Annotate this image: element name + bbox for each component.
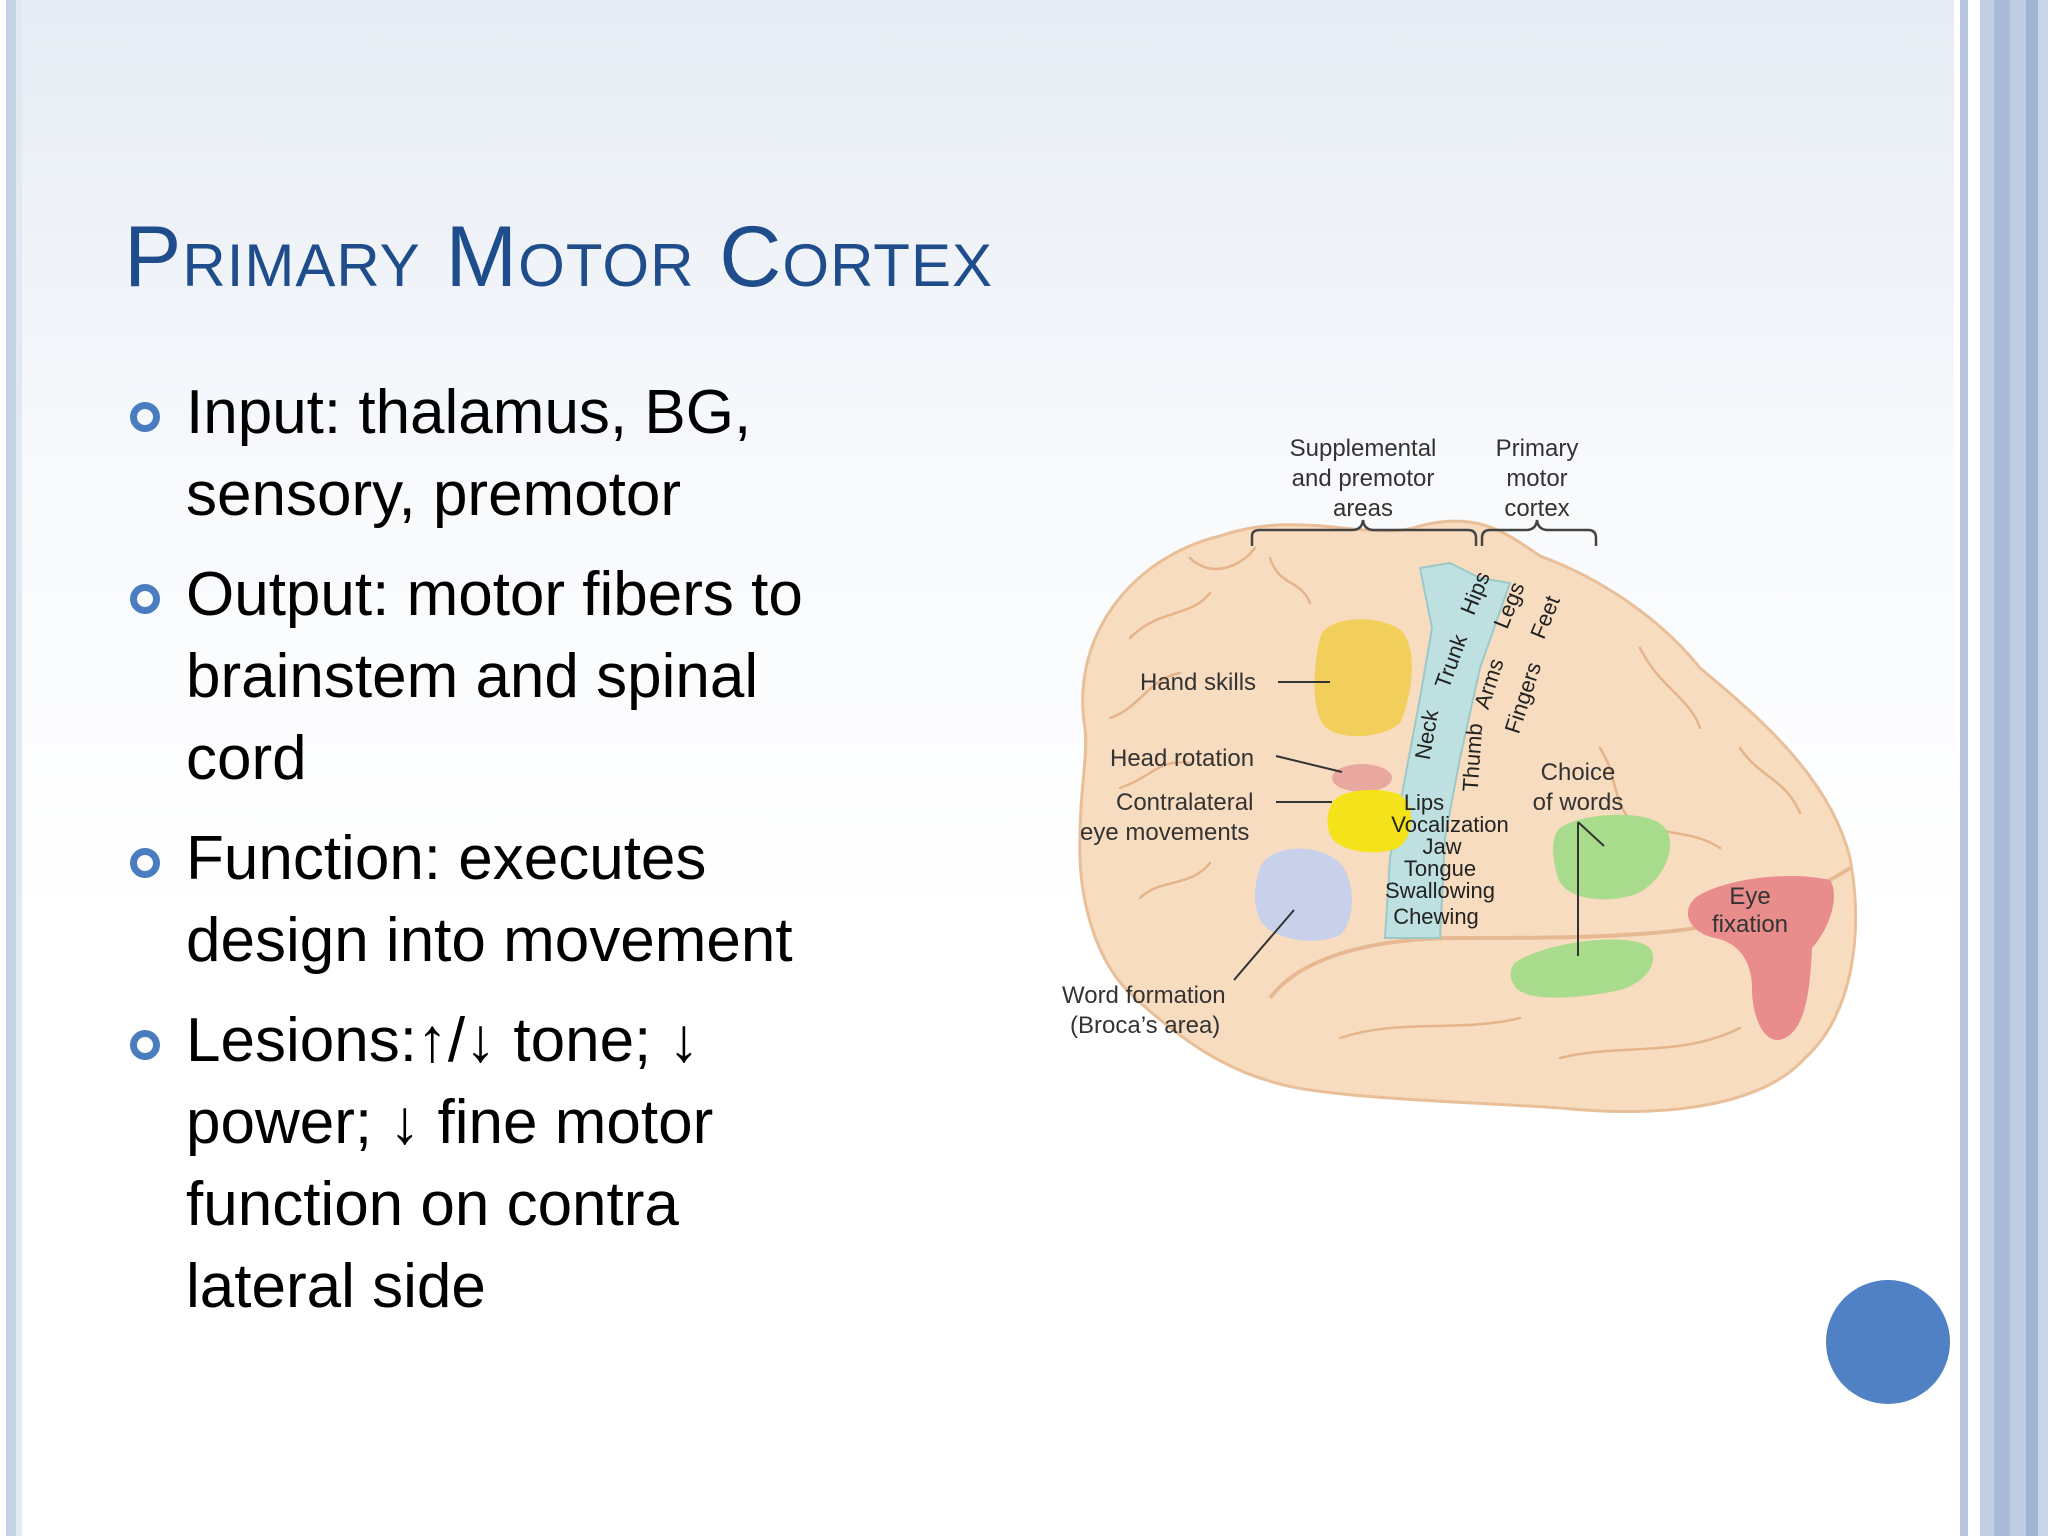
strip-label-lips: Lips bbox=[1404, 790, 1444, 815]
strip-label-tongue: Tongue bbox=[1404, 856, 1476, 881]
supplemental-label-line: Supplemental bbox=[1290, 435, 1437, 462]
bullet-list: Input: thalamus, BG, sensory, premotor O… bbox=[124, 372, 924, 1346]
bullet-ring-icon bbox=[130, 584, 160, 614]
word-formation-label-line: Word formation bbox=[1062, 982, 1226, 1009]
top-braces bbox=[1250, 519, 1598, 546]
choice-of-words-label-line: of words bbox=[1533, 789, 1624, 816]
broca-region bbox=[1255, 848, 1352, 941]
hand-skills-label: Hand skills bbox=[1140, 669, 1256, 696]
bullet-ring-icon bbox=[130, 1030, 160, 1060]
bullet-line: power; ↓ fine motor bbox=[186, 1088, 714, 1157]
strip-label-swallowing: Swallowing bbox=[1385, 878, 1495, 903]
eye-fixation-region bbox=[1687, 876, 1834, 1040]
primary-motor-strip bbox=[1383, 561, 1512, 939]
bullet-line: Output: motor fibers to bbox=[186, 560, 803, 629]
strip-label-vocalization: Vocalization bbox=[1391, 812, 1508, 837]
bullet-function: Function: executes design into movement bbox=[124, 818, 924, 982]
bullet-line: cord bbox=[186, 724, 307, 793]
contralateral-label-line: eye movements bbox=[1080, 819, 1249, 846]
eye-movements-region bbox=[1327, 789, 1412, 853]
head-rotation-label: Head rotation bbox=[1110, 745, 1254, 772]
bullet-line: Function: executes bbox=[186, 824, 707, 893]
choice-of-words-region-lower bbox=[1510, 939, 1654, 998]
strip-label-thumb: Thumb bbox=[1458, 722, 1488, 792]
head-rotation-region bbox=[1332, 764, 1392, 792]
supplemental-label-line: and premotor bbox=[1292, 465, 1435, 492]
bullet-output: Output: motor fibers to brainstem and sp… bbox=[124, 554, 924, 800]
bullet-line: brainstem and spinal bbox=[186, 642, 759, 711]
brain-diagram-svg: Supplemental and premotor areas Primary … bbox=[1062, 435, 1858, 1113]
word-formation-label-line: (Broca’s area) bbox=[1070, 1012, 1220, 1039]
bullet-ring-icon bbox=[130, 848, 160, 878]
slide-title: Primary Motor Cortex bbox=[124, 209, 994, 305]
primary-label-line: Primary bbox=[1496, 435, 1579, 462]
decorative-circle bbox=[1826, 1280, 1950, 1404]
left-border-decoration bbox=[0, 0, 22, 1536]
hand-skills-region bbox=[1314, 619, 1412, 737]
bullet-line: Input: thalamus, BG, bbox=[186, 378, 752, 447]
right-border-decoration bbox=[1954, 0, 2048, 1536]
strip-label-chewing: Chewing bbox=[1393, 904, 1479, 929]
choice-of-words-region-upper bbox=[1553, 814, 1671, 900]
strip-label-jaw: Jaw bbox=[1422, 834, 1461, 859]
bullet-line: design into movement bbox=[186, 906, 793, 975]
choice-of-words-label-line: Choice bbox=[1541, 759, 1616, 786]
bullet-line: Lesions:↑/↓ tone; ↓ bbox=[186, 1006, 700, 1075]
bullet-ring-icon bbox=[130, 402, 160, 432]
bullet-line: lateral side bbox=[186, 1252, 486, 1321]
bullet-lesions: Lesions:↑/↓ tone; ↓ power; ↓ fine motor … bbox=[124, 1000, 924, 1328]
eye-fixation-label-line: Eye bbox=[1729, 883, 1770, 910]
leader-lines bbox=[1233, 681, 1605, 981]
primary-label-line: cortex bbox=[1504, 495, 1569, 522]
eye-fixation-label-line: fixation bbox=[1712, 911, 1788, 938]
primary-label-line: motor bbox=[1506, 465, 1567, 492]
gyri-lines bbox=[1108, 546, 1802, 1060]
bullet-line: sensory, premotor bbox=[186, 460, 682, 529]
contralateral-label-line: Contralateral bbox=[1116, 789, 1253, 816]
bullet-line: function on contra bbox=[186, 1170, 679, 1239]
bullet-input: Input: thalamus, BG, sensory, premotor bbox=[124, 372, 924, 536]
brain-diagram: Supplemental and premotor areas Primary … bbox=[1040, 418, 1870, 1118]
supplemental-label-line: areas bbox=[1333, 495, 1393, 522]
